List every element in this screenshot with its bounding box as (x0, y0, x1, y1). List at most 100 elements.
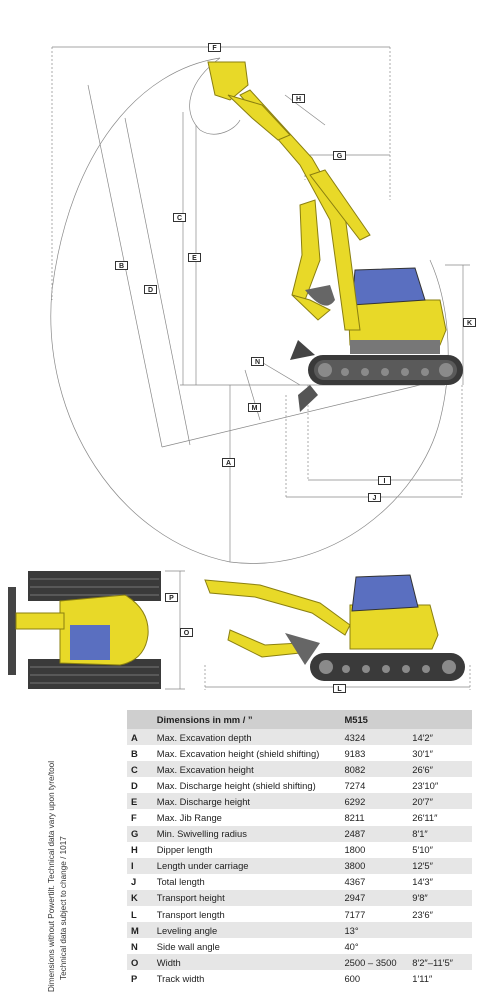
cell-desc: Total length (154, 873, 343, 890)
cell-desc: Max. Jib Range (154, 809, 343, 826)
cell-mm: 600 (342, 970, 411, 987)
working-range-diagram (50, 46, 470, 564)
transport-diagrams (8, 570, 471, 690)
cell-mm: 1800 (342, 841, 411, 858)
cell-letter: D (127, 777, 155, 794)
cell-mm: 8211 (342, 809, 411, 826)
cell-letter: N (127, 938, 155, 955)
dim-label-c: C (173, 213, 186, 222)
cell-mm: 2487 (342, 825, 411, 842)
dim-label-l: L (333, 684, 346, 693)
cell-imp: 14′2″ (410, 729, 472, 746)
cell-letter: L (127, 906, 155, 923)
dim-label-f: F (208, 43, 221, 52)
cell-imp: 5′10″ (410, 841, 472, 858)
cell-imp: 26′11″ (410, 809, 472, 826)
boom-arm-top (207, 61, 371, 331)
cell-letter: G (127, 825, 155, 842)
cell-imp: 14′3″ (410, 873, 472, 890)
cell-desc: Max. Discharge height (shield shifting) (154, 777, 343, 794)
dim-label-b: B (115, 261, 128, 270)
dim-label-j: J (368, 493, 381, 502)
cell-desc: Max. Excavation height (154, 761, 343, 778)
cell-mm: 9183 (342, 745, 411, 762)
spec-table-header: Dimensions in mm / ” M515 (127, 710, 472, 729)
cell-mm: 13° (342, 922, 411, 939)
cell-desc: Max. Excavation depth (154, 729, 343, 746)
cell-desc: Min. Swivelling radius (154, 825, 343, 842)
header-title: Dimensions in mm / ” (154, 710, 343, 729)
dim-label-g: G (333, 151, 346, 160)
dim-label-k: K (463, 318, 476, 327)
dim-label-n: N (251, 357, 264, 366)
side-view-transport (204, 574, 471, 690)
cell-desc: Side wall angle (154, 938, 343, 955)
cell-imp (410, 922, 472, 939)
cell-desc: Leveling angle (154, 922, 343, 939)
cell-letter: F (127, 809, 155, 826)
cell-mm: 6292 (342, 793, 411, 810)
reach-envelope-curve (50, 57, 449, 564)
cell-imp: 8′2″–11′5″ (410, 954, 472, 971)
cell-mm: 3800 (342, 857, 411, 874)
cell-letter: M (127, 922, 155, 939)
plan-view (8, 570, 185, 690)
cell-letter: O (127, 954, 155, 971)
cell-letter: E (127, 793, 155, 810)
cell-mm: 40° (342, 938, 411, 955)
cell-mm: 7177 (342, 906, 411, 923)
cell-mm: 4367 (342, 873, 411, 890)
cell-imp (410, 938, 472, 955)
cell-letter: A (127, 729, 155, 746)
cell-letter: B (127, 745, 155, 762)
cell-desc: Transport height (154, 889, 343, 907)
cell-desc: Length under carriage (154, 857, 343, 874)
cell-desc: Track width (154, 970, 343, 987)
dim-label-m: M (248, 403, 261, 412)
cell-imp: 20′7″ (410, 793, 472, 810)
cell-imp: 23′6″ (410, 906, 472, 923)
cell-letter: I (127, 857, 155, 874)
cell-desc: Dipper length (154, 841, 343, 858)
cell-mm: 2500 – 3500 (342, 954, 411, 971)
reach-inner-curve (189, 57, 241, 135)
cell-desc: Max. Excavation height (shield shifting) (154, 745, 343, 762)
cell-desc: Transport length (154, 906, 343, 923)
cell-mm: 8082 (342, 761, 411, 778)
dim-label-o: O (180, 628, 193, 637)
cell-imp: 23′10″ (410, 777, 472, 794)
cell-letter: H (127, 841, 155, 858)
cell-imp: 8′1″ (410, 825, 472, 842)
cell-mm: 7274 (342, 777, 411, 794)
header-model: M515 (342, 710, 472, 729)
cell-imp: 30′1″ (410, 745, 472, 762)
excavator-body-top (347, 267, 447, 354)
dim-label-d: D (144, 285, 157, 294)
cell-letter: K (127, 889, 155, 907)
side-note-line2: Technical data subject to change / 1017 (59, 836, 68, 980)
dim-label-i: I (378, 476, 391, 485)
cell-letter: J (127, 873, 155, 890)
side-note: Dimensions without Powertilt. Technical … (46, 742, 70, 992)
dim-label-p: P (165, 593, 178, 602)
undercarriage-top (308, 355, 463, 385)
dim-label-a: A (222, 458, 235, 467)
cell-imp: 12′5″ (410, 857, 472, 874)
